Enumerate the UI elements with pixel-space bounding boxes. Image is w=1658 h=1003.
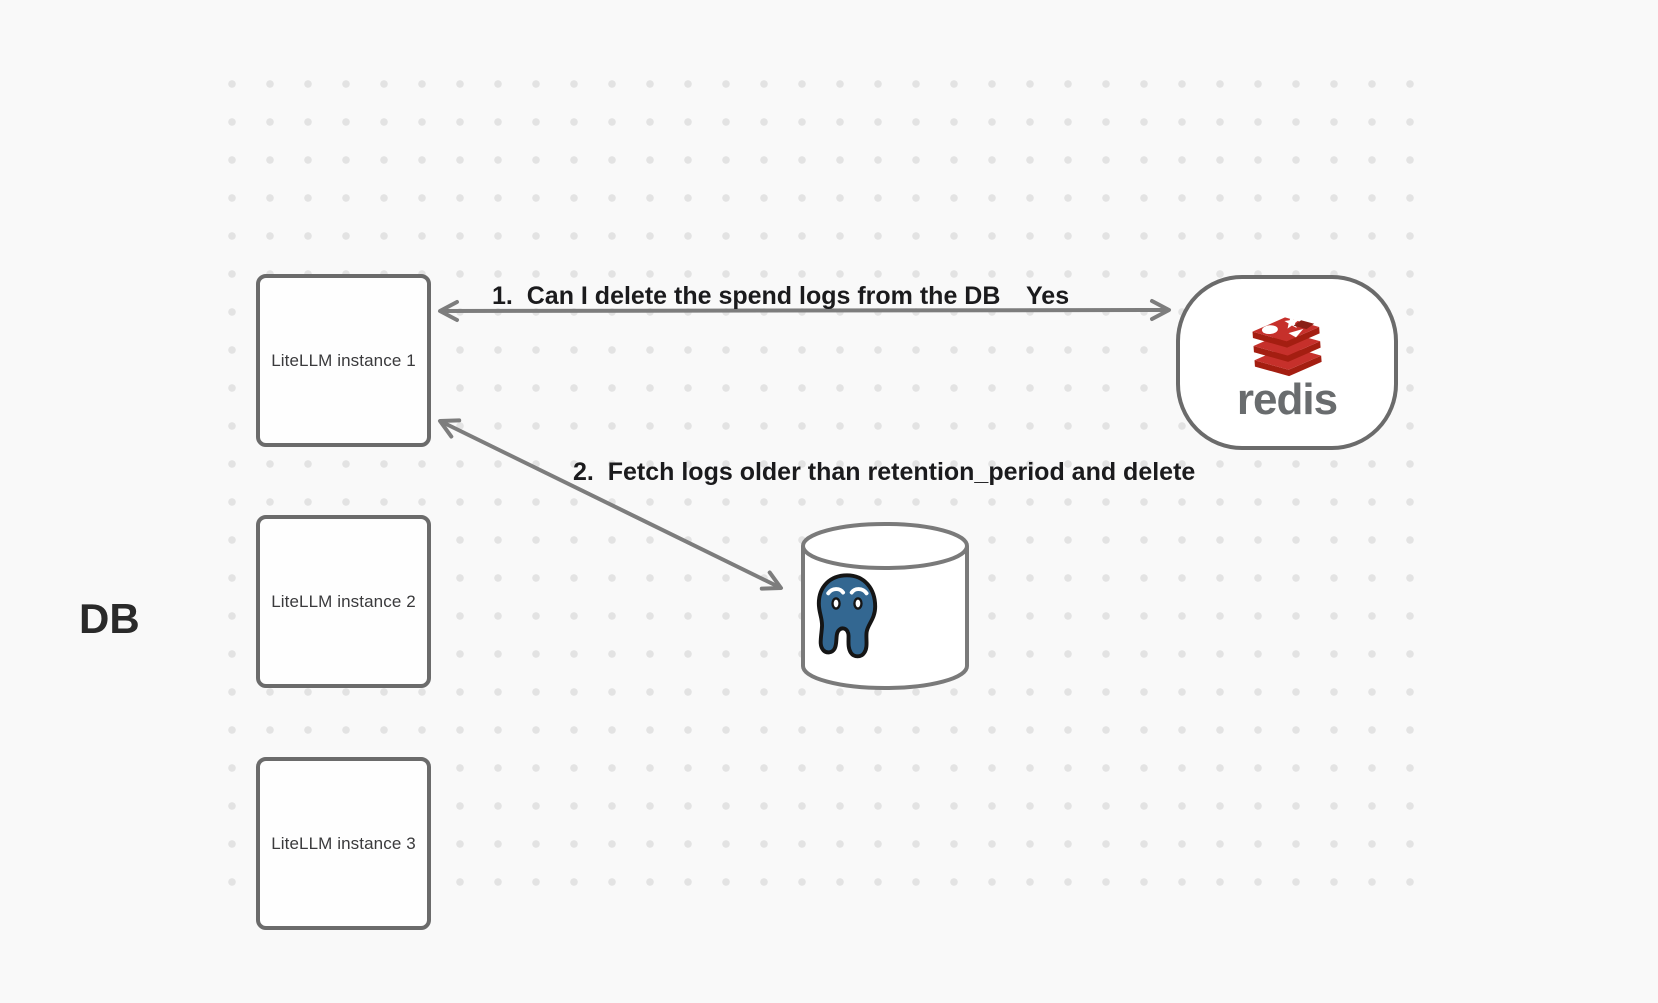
db-label: DB bbox=[79, 595, 140, 642]
postgresql-elephant-icon bbox=[816, 573, 878, 659]
node-litellm-instance-3[interactable]: LiteLLM instance 3 bbox=[256, 757, 431, 930]
redis-wordmark: redis bbox=[1236, 375, 1338, 424]
edge-label-delete-spend-logs[interactable]: 1. Can I delete the spend logs from the … bbox=[492, 282, 1001, 310]
edge-label-yes[interactable]: Yes bbox=[1026, 282, 1070, 310]
edge-label-fetch-logs[interactable]: 2. Fetch logs older than retention_perio… bbox=[573, 458, 1196, 486]
node-db[interactable] bbox=[799, 520, 971, 692]
node-label: LiteLLM instance 2 bbox=[271, 591, 416, 611]
node-litellm-instance-1[interactable]: LiteLLM instance 1 bbox=[256, 274, 431, 447]
arrow-litellm-db[interactable] bbox=[438, 418, 783, 591]
node-litellm-instance-2[interactable]: LiteLLM instance 2 bbox=[256, 515, 431, 688]
redis-logo-icon bbox=[1252, 315, 1322, 377]
node-redis[interactable]: redis bbox=[1176, 275, 1398, 450]
node-label: LiteLLM instance 3 bbox=[271, 833, 416, 853]
arrow-litellm-redis[interactable] bbox=[438, 299, 1171, 322]
node-label: LiteLLM instance 1 bbox=[271, 350, 416, 370]
